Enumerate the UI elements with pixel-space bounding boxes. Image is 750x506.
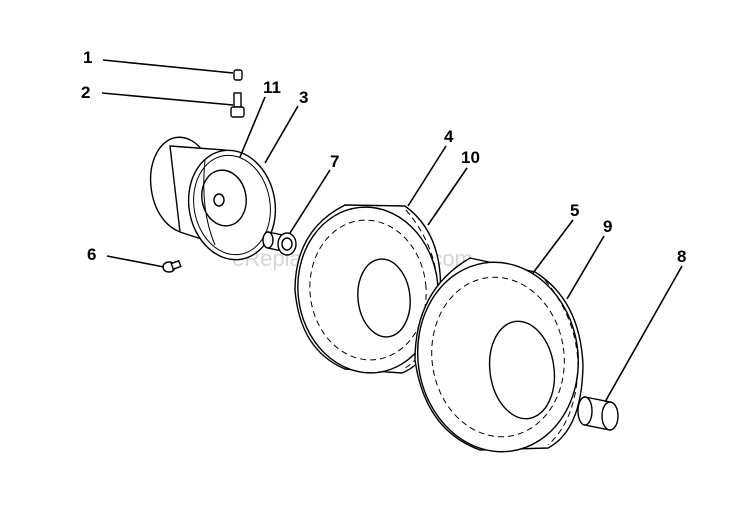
callout-4: 4 [444, 127, 454, 146]
callout-7: 7 [330, 152, 339, 171]
callout-5: 5 [570, 201, 579, 220]
leader-10 [427, 167, 468, 226]
leader-6 [106, 255, 165, 268]
part-5-tire [414, 257, 584, 453]
callout-2: 2 [81, 83, 90, 102]
leader-1 [102, 59, 234, 74]
leader-5 [532, 219, 574, 274]
part-4-tire [294, 204, 442, 374]
leader-11 [239, 96, 266, 158]
callout-6: 6 [87, 245, 96, 264]
leader-lines [101, 59, 683, 403]
part-8-cap [577, 396, 619, 431]
leader-4 [407, 145, 447, 207]
callout-8: 8 [677, 247, 686, 266]
callout-1: 1 [83, 48, 92, 67]
leader-3 [264, 105, 299, 164]
callout-3: 3 [299, 88, 308, 107]
part-7-bushing [262, 231, 297, 256]
leader-2 [101, 92, 234, 106]
callout-11: 11 [263, 78, 281, 97]
part-1-cap [233, 69, 243, 81]
leader-8 [604, 265, 683, 403]
leader-9 [566, 235, 605, 300]
part-2-valve-stem [230, 92, 245, 118]
leader-7 [289, 169, 331, 234]
callout-10: 10 [461, 148, 480, 167]
callout-9: 9 [603, 217, 612, 236]
part-wheel-rim [149, 136, 277, 261]
part-6-bolt [162, 259, 182, 273]
